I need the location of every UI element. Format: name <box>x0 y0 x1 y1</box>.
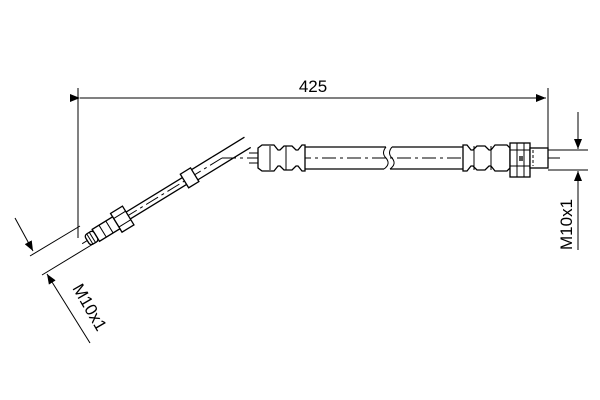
break-symbol <box>383 146 395 170</box>
length-dimension: 425 <box>70 77 549 238</box>
right-fitting-nut <box>509 142 549 178</box>
left-thread-label: M10x1 <box>69 281 111 335</box>
right-thread-label: M10x1 <box>557 199 576 250</box>
right-ferrule <box>462 144 511 172</box>
right-thread-dimension: M10x1 <box>548 112 588 250</box>
down-arrow <box>14 217 34 252</box>
angled-hose-section <box>78 136 252 247</box>
hose-tube <box>305 146 463 170</box>
hose-body <box>222 142 560 178</box>
sleeve <box>179 167 200 189</box>
left-ferrule <box>249 144 306 172</box>
up-arrow <box>46 273 91 344</box>
length-dimension-text: 425 <box>299 77 327 96</box>
